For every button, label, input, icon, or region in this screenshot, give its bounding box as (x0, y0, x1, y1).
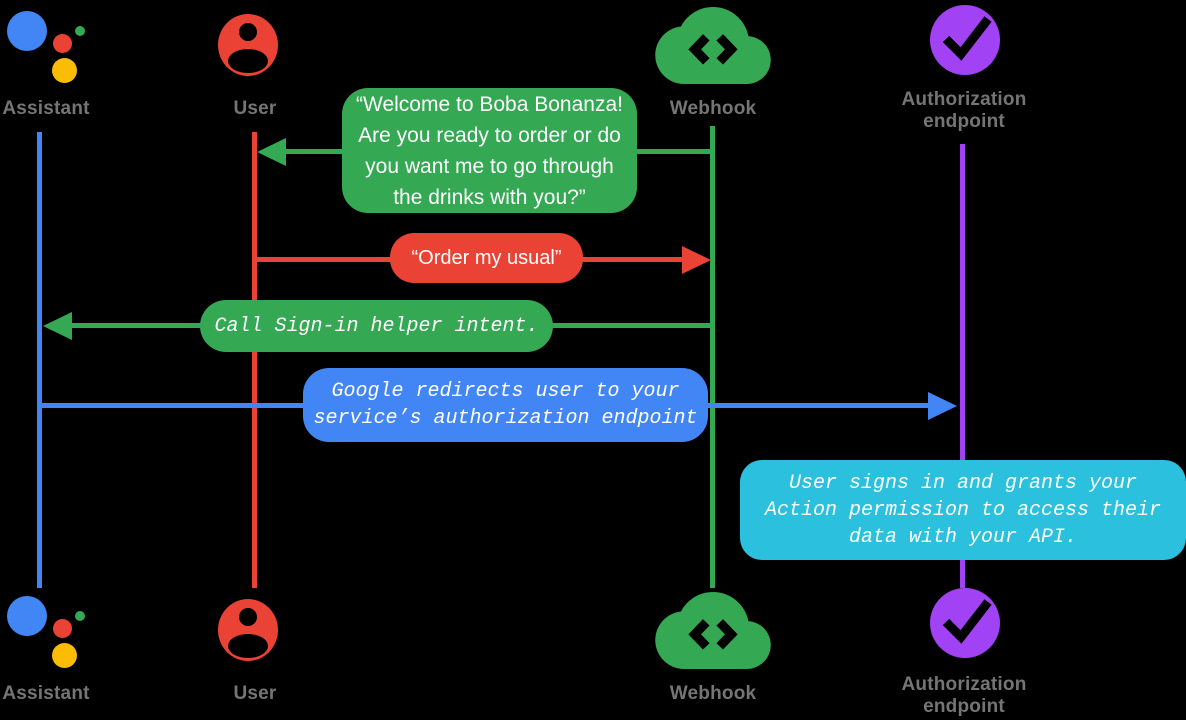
assistant-yellow-dot (52, 643, 77, 668)
authorization-lifeline (960, 144, 965, 588)
webhook-cloud-icon (655, 592, 771, 669)
assistant-red-dot (53, 34, 72, 53)
checkmark-icon (942, 599, 992, 644)
google-assistant-icon (0, 8, 92, 90)
assistant-label-top: Assistant (2, 98, 90, 119)
message-order: “Order my usual” (390, 233, 583, 283)
arrowhead-welcome (257, 138, 286, 166)
assistant-green-dot (75, 611, 85, 621)
checkmark-icon (942, 16, 992, 61)
webhook-cloud-icon (655, 7, 771, 84)
authorization-label-top: Authorization endpoint (901, 89, 1027, 132)
user-label-top: User (233, 98, 277, 119)
user-icon (218, 14, 278, 76)
assistant-green-dot (75, 26, 85, 36)
user-body-shape (228, 49, 268, 73)
assistant-yellow-dot (52, 58, 77, 83)
webhook-label-top: Webhook (669, 98, 757, 119)
user-body-shape (228, 634, 268, 658)
message-signin: Call Sign-in helper intent. (200, 300, 553, 352)
authorization-label-bottom: Authorization endpoint (901, 674, 1027, 717)
note-signs-in: User signs in and grants your Action per… (740, 460, 1186, 560)
webhook-label-bottom: Webhook (669, 683, 757, 704)
message-welcome: “Welcome to Boba Bonanza! Are you ready … (342, 88, 637, 213)
authorization-endpoint-icon (930, 5, 1000, 75)
arrowhead-order (682, 246, 711, 274)
webhook-lifeline (710, 126, 715, 588)
assistant-blue-dot (7, 11, 47, 51)
arrowhead-signin (43, 312, 72, 340)
user-head-shape (239, 608, 257, 626)
user-head-shape (239, 23, 257, 41)
assistant-label-bottom: Assistant (2, 683, 90, 704)
assistant-red-dot (53, 619, 72, 638)
actor-row-bottom: Assistant User Webhook Authorization end… (0, 585, 1186, 720)
assistant-lifeline (37, 132, 42, 588)
code-icon (688, 619, 710, 650)
user-label-bottom: User (233, 683, 277, 704)
message-redirect: Google redirects user to your service’s … (303, 368, 708, 442)
authorization-endpoint-icon (930, 588, 1000, 658)
assistant-blue-dot (7, 596, 47, 636)
user-icon (218, 599, 278, 661)
google-assistant-icon (0, 593, 92, 675)
arrowhead-redirect (928, 392, 957, 420)
code-icon (688, 34, 710, 65)
user-lifeline (252, 132, 257, 588)
